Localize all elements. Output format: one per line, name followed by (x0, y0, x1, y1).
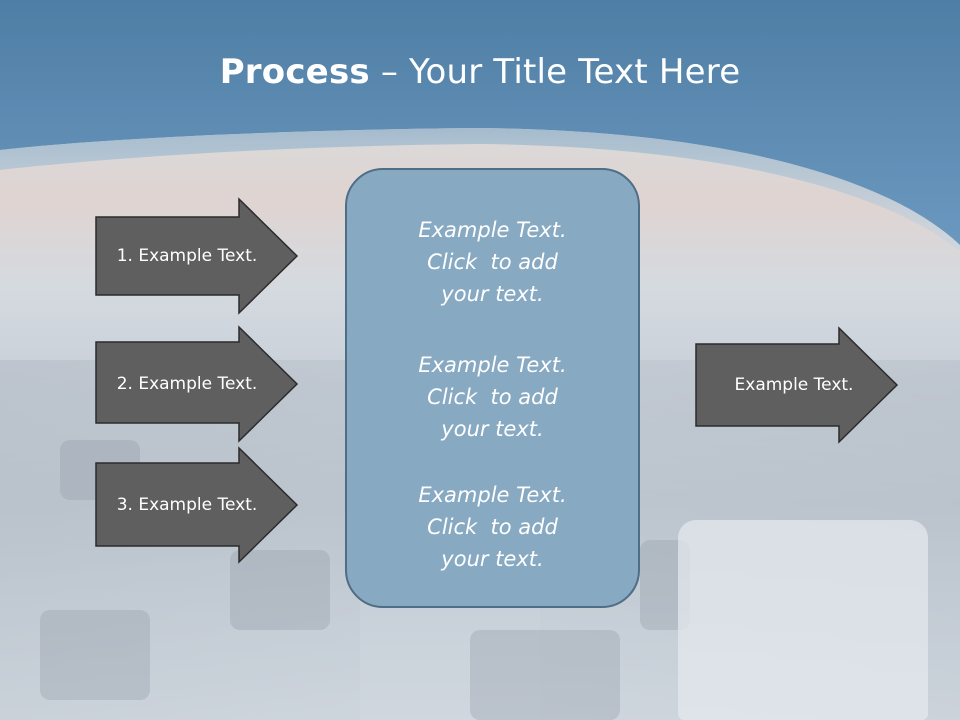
process-output-label: Example Text. (734, 375, 854, 395)
background-car (40, 610, 150, 700)
center-text-block-1: Example Text. Click to add your text. (347, 214, 638, 310)
process-arrow-label: 1. Example Text. (116, 246, 258, 266)
center-text-line: Example Text. (418, 353, 567, 377)
center-text-line: your text. (441, 547, 544, 571)
center-text-line: Example Text. (418, 218, 567, 242)
center-text-line: your text. (441, 282, 544, 306)
right-arrow-shape (95, 325, 299, 443)
process-arrow-label: 3. Example Text. (116, 495, 258, 515)
background-van (678, 520, 928, 720)
right-arrow-shape (695, 326, 899, 444)
center-text-line: Click to add (427, 250, 558, 274)
process-arrow-3[interactable]: 3. Example Text. (94, 446, 300, 564)
right-arrow-shape (95, 197, 299, 315)
center-text-block-2: Example Text. Click to add your text. (347, 349, 638, 445)
center-text-line: Click to add (427, 385, 558, 409)
title-bold: Process (219, 52, 370, 92)
slide-title: Process – Your Title Text Here (0, 52, 960, 92)
center-text-line: your text. (441, 417, 544, 441)
process-center-box[interactable]: Example Text. Click to add your text. Ex… (345, 168, 640, 608)
process-arrow-2[interactable]: 2. Example Text. (94, 325, 300, 443)
header-band (0, 0, 960, 250)
title-rest: – Your Title Text Here (369, 52, 741, 92)
background-car (470, 630, 620, 720)
right-arrow-shape (95, 446, 299, 564)
process-output-arrow[interactable]: Example Text. (694, 326, 900, 444)
process-arrow-1[interactable]: 1. Example Text. (94, 197, 300, 315)
center-text-line: Click to add (427, 515, 558, 539)
process-arrow-label: 2. Example Text. (116, 374, 258, 394)
background-car (230, 550, 330, 630)
center-text-line: Example Text. (418, 483, 567, 507)
center-text-block-3: Example Text. Click to add your text. (347, 479, 638, 575)
